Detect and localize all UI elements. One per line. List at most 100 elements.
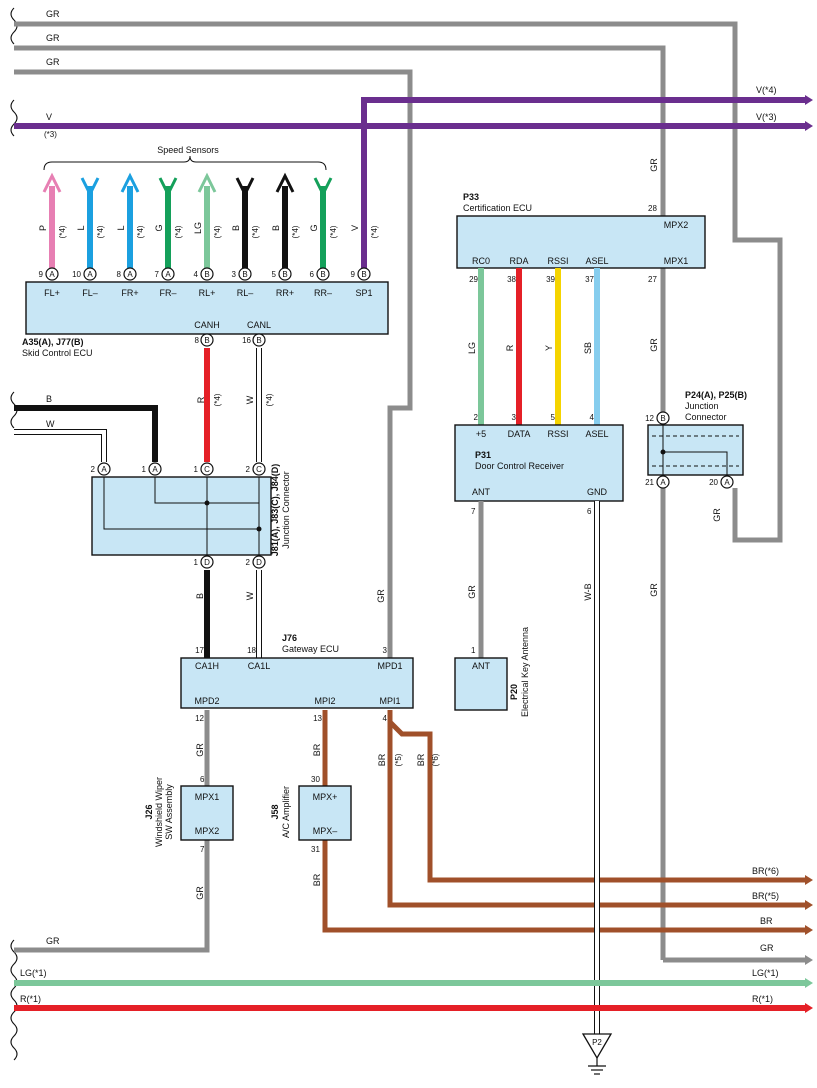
ac-amp-id: J58 xyxy=(270,804,280,819)
junction-connector-box xyxy=(91,476,272,556)
skid-pin-num: 9 xyxy=(39,270,44,279)
wiper-top-wire: GR xyxy=(195,743,205,757)
junction-pin-num: 2 xyxy=(246,465,251,474)
skid-pin-canl: B xyxy=(252,333,266,347)
ac-bottom-label: MPX– xyxy=(313,826,338,836)
cert-mpx1-label: MPX1 xyxy=(664,256,689,266)
skid-pin-num: 9 xyxy=(351,270,356,279)
skid-ecu-pins: A9FL+A10FL–A8FR+A7FR–B4RL+B3RL–B5RR+B6RR… xyxy=(39,267,373,347)
svg-text:A: A xyxy=(127,270,133,279)
junction-pin-bottom: D xyxy=(252,555,266,569)
sensor-arrow-down-icon xyxy=(80,177,100,198)
br5-code: BR xyxy=(377,753,387,766)
canh-wire-note: (*4) xyxy=(213,393,222,406)
jc2-pin-num: 21 xyxy=(645,478,654,487)
sensor-wire-code: LG xyxy=(193,222,203,234)
skid-pin-label: RL– xyxy=(237,288,254,298)
skid-pin-FL–: A xyxy=(83,267,97,281)
cert-wire-code: Y xyxy=(544,345,554,351)
v4-arrow-icon xyxy=(805,95,813,105)
skid-pin-num: 10 xyxy=(72,270,81,279)
jc2-internal-lines xyxy=(652,425,739,475)
gateway-top-num: 18 xyxy=(247,646,256,655)
gateway-bottom-label: MPD2 xyxy=(194,696,219,706)
br-branch-wires xyxy=(387,710,805,908)
door-pin-label: ASEL xyxy=(585,429,608,439)
br-arrow-icon xyxy=(805,925,813,935)
sensor-wire-note: (*4) xyxy=(96,225,105,238)
skid-pin-num: 5 xyxy=(272,270,277,279)
wiper-sw-id: J26 xyxy=(144,804,154,819)
door-receiver-box xyxy=(454,424,624,502)
br6-right-label: BR(*6) xyxy=(752,866,779,876)
gateway-top-num: 17 xyxy=(195,646,204,655)
cert-wire-code: LG xyxy=(467,342,477,354)
sensor-arrow-down-icon xyxy=(158,177,178,198)
svg-text:D: D xyxy=(204,558,210,567)
jc2-wire: GR xyxy=(712,508,722,522)
skid-pin-label: RL+ xyxy=(199,288,216,298)
svg-text:A: A xyxy=(724,478,730,487)
wiper-top-label: MPX1 xyxy=(195,792,220,802)
cert-wire-code: SB xyxy=(583,342,593,354)
wiper-sw-box xyxy=(180,785,234,841)
cert-ecu-id: P33 xyxy=(463,192,479,202)
skid-pin-label: RR+ xyxy=(276,288,294,298)
wire-label-gr3: GR xyxy=(46,57,60,67)
b-wire-in xyxy=(14,405,158,462)
skid-pin-num: 8 xyxy=(117,270,122,279)
gr-right-arrow-icon xyxy=(805,955,813,965)
door-pin-label: DATA xyxy=(508,429,531,439)
top-gr-wires xyxy=(14,21,783,960)
door-pin-num: 5 xyxy=(551,413,556,422)
junction-pin-top: C xyxy=(252,462,266,476)
svg-text:A: A xyxy=(165,270,171,279)
jc2-pin-bottom-right: A xyxy=(720,475,734,489)
junction-pin-num: 1 xyxy=(194,465,199,474)
sensor-wire-code: B xyxy=(271,225,281,231)
w-wire-label: W xyxy=(46,419,55,429)
cert-wire-code: R xyxy=(505,344,515,351)
br-right-label: BR xyxy=(760,916,773,926)
gateway-bottom-label: MPI1 xyxy=(379,696,400,706)
br5-note: (*5) xyxy=(394,753,403,766)
sensor-wire-note: (*4) xyxy=(251,225,260,238)
br6-arrow-icon xyxy=(805,875,813,885)
svg-text:B: B xyxy=(320,270,325,279)
door-gnd-num: 6 xyxy=(587,507,592,516)
sensor-wire-note: (*4) xyxy=(213,225,222,238)
cert-mpx2-label: MPX2 xyxy=(664,220,689,230)
wiper-bottom-num: 7 xyxy=(200,845,205,854)
wire-label-v3-right: V(*3) xyxy=(756,112,777,122)
gateway-ecu-box xyxy=(180,657,414,709)
svg-text:A: A xyxy=(49,270,55,279)
junction-connector-id: J81(A), J83(C), J84(D) xyxy=(270,464,280,557)
door-pin-label: RSSI xyxy=(547,429,568,439)
svg-text:A: A xyxy=(101,465,107,474)
junction-pin-bottom: D xyxy=(200,555,214,569)
b-wire-label: B xyxy=(46,394,52,404)
canl-wire-code: W xyxy=(245,395,255,404)
sensor-wire-note: (*4) xyxy=(291,225,300,238)
speed-sensors-title: Speed Sensors xyxy=(157,145,219,155)
wire-label-gr2: GR xyxy=(46,33,60,43)
gateway-bottom-num: 13 xyxy=(313,714,322,723)
gateway-top-label: CA1L xyxy=(248,661,271,671)
b-wire-out-label: B xyxy=(195,593,205,599)
wiper-sw-name-2: SW Assembly xyxy=(164,784,174,840)
wiper-bottom-label: MPX2 xyxy=(195,826,220,836)
antenna-pin-label: ANT xyxy=(472,661,491,671)
certification-ecu-box xyxy=(456,215,706,269)
sensor-arrow-up-icon xyxy=(120,172,140,193)
door-receiver-id: P31 xyxy=(475,450,491,460)
svg-text:B: B xyxy=(660,414,665,423)
br5-arrow-icon xyxy=(805,900,813,910)
jc2-pin-num: 12 xyxy=(645,414,654,423)
cert-mpx2-num: 28 xyxy=(648,204,657,213)
skid-pin-label: FR– xyxy=(159,288,176,298)
sensor-wire-note: (*4) xyxy=(58,225,67,238)
sensor-wire-code: L xyxy=(76,225,86,230)
ground-symbol-icon xyxy=(581,1033,613,1075)
